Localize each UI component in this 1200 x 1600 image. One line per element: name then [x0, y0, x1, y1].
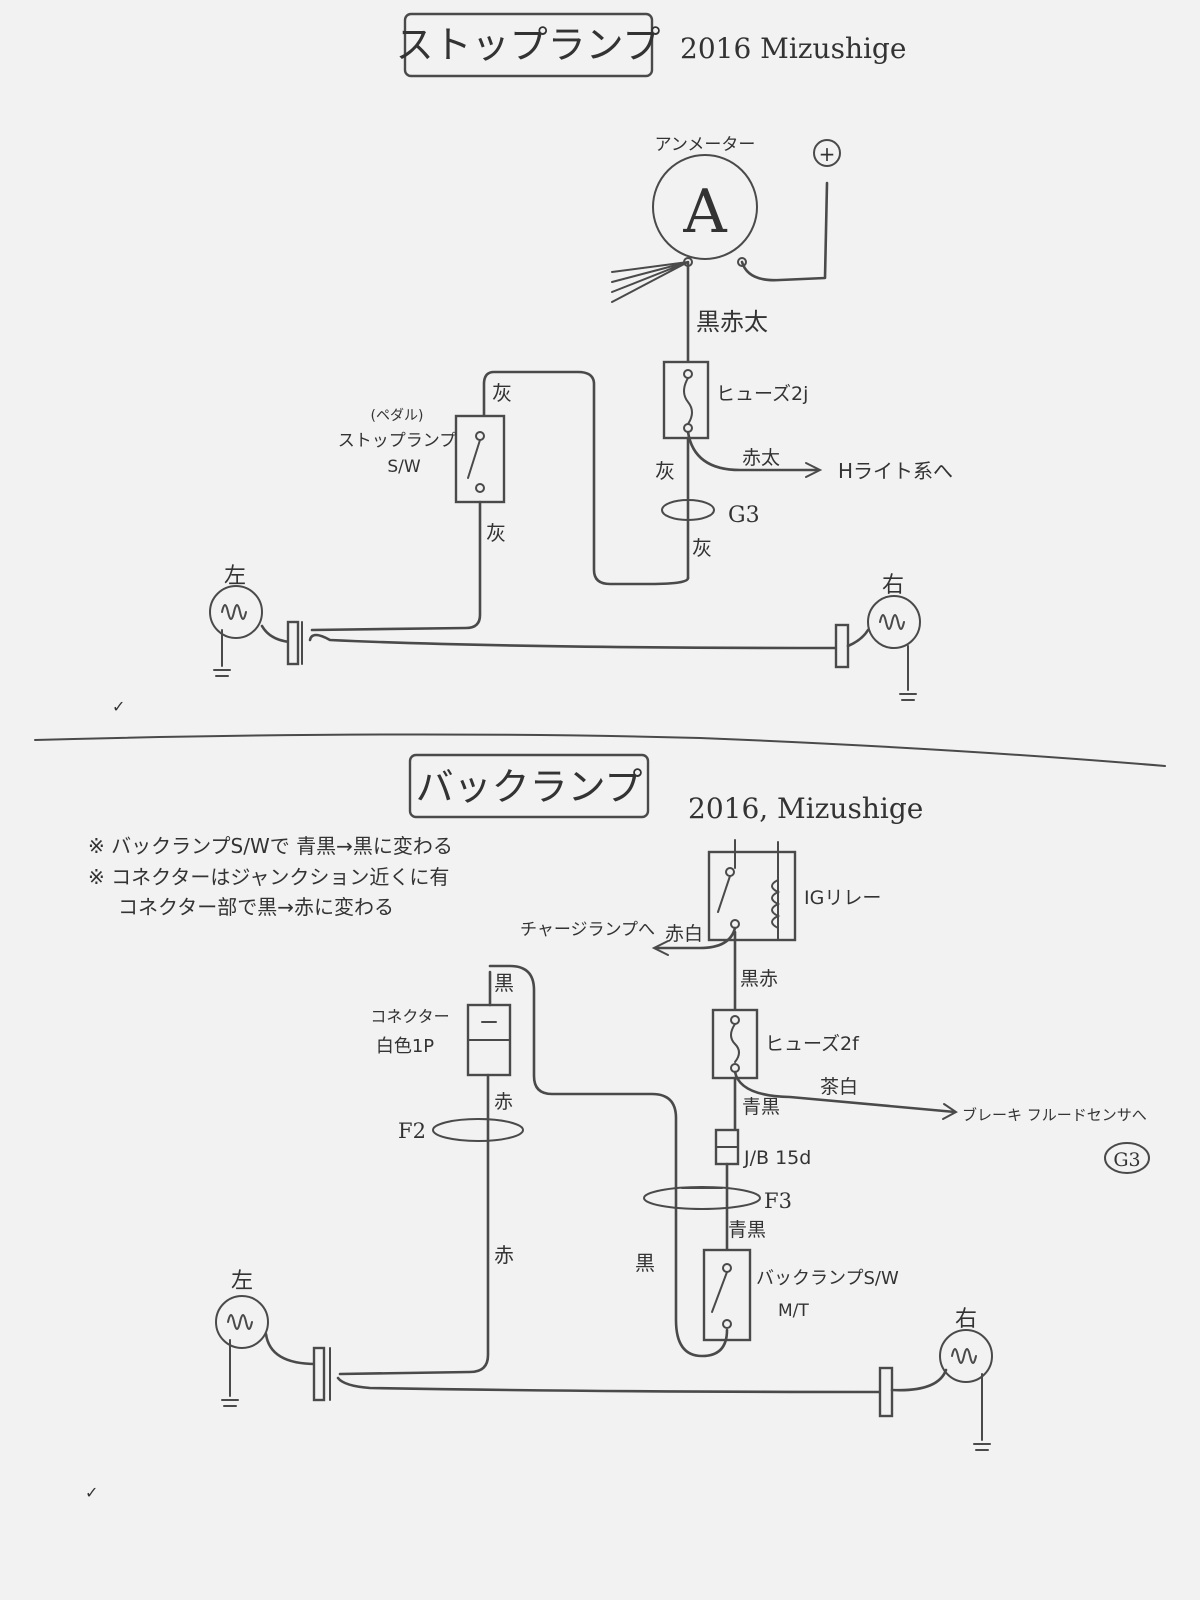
ammeter-plus-wire	[740, 181, 829, 282]
wire-label-kuro-top: 黒	[494, 971, 514, 995]
stop-left-bulb-icon	[209, 585, 263, 639]
stop-right-ground-icon	[899, 645, 917, 701]
ammeter-label: アンメーター	[655, 135, 756, 155]
wire-label-chashiro: 茶白	[820, 1076, 858, 1098]
brake-destination: ブレーキ フルードセンサへ	[962, 1106, 1147, 1124]
wire-kuro-loop	[488, 964, 729, 1358]
arrow-hlight-icon	[805, 462, 823, 478]
back-note-3: コネクター部で黒→赤に変わる	[118, 895, 394, 919]
section-divider	[34, 733, 1166, 767]
fuse-2j-label: ヒューズ2j	[716, 383, 808, 405]
back-right-ground-icon	[973, 1373, 991, 1451]
wire-label-aoguro1: 青黒	[742, 1096, 780, 1118]
plus-terminal-icon	[813, 139, 841, 167]
connector-label-1: コネクター	[370, 1007, 449, 1026]
stop-left-label: 左	[224, 564, 246, 589]
wire-label-kuro-left: 黒	[635, 1251, 655, 1275]
wire-label-gray4: 灰	[692, 536, 712, 560]
wire-gray-left	[310, 500, 482, 632]
back-switch-label-2: M/T	[778, 1301, 809, 1321]
g3-brake-label: G3	[1113, 1149, 1140, 1171]
arrow-brake-icon	[942, 1103, 958, 1120]
back-note-1: ※ バックランプS/Wで 青黒→黒に変わる	[88, 834, 453, 858]
back-lamp-section: バックランプ 2016, Mizushige ※ バックランプS/Wで 青黒→黒…	[85, 753, 1150, 1502]
wire-label-aka2: 赤	[494, 1243, 514, 1267]
wire-gray-loop	[482, 370, 690, 586]
f3-splice-icon	[643, 1186, 761, 1210]
stop-credit: 2016 Mizushige	[680, 32, 906, 65]
jb-label: J/B 15d	[743, 1147, 811, 1169]
back-note-2: ※ コネクターはジャンクション近くに有	[88, 865, 449, 889]
back-right-label: 右	[955, 1307, 977, 1332]
stop-right-connector	[834, 623, 850, 669]
stop-left-ground-icon	[213, 629, 231, 677]
g3-label: G3	[728, 503, 760, 528]
ig-relay-label: IGリレー	[804, 887, 881, 909]
stop-left-connector	[286, 620, 300, 666]
wire-label-sekifuto: 赤太	[742, 447, 780, 469]
back-left-connector	[312, 1346, 326, 1402]
hlight-destination: Hライト系へ	[838, 459, 953, 483]
wire-akashiro	[653, 926, 737, 950]
back-credit: 2016, Mizushige	[688, 792, 923, 825]
wire-chashiro	[733, 1070, 957, 1114]
wire-label-aoguro2: 青黒	[728, 1219, 766, 1241]
wire-stop-crossover	[308, 633, 838, 650]
ig-relay	[707, 850, 797, 942]
ammeter-letter: A	[682, 177, 727, 247]
stop-right-label: 右	[882, 573, 904, 598]
stop-lamp-switch	[454, 414, 506, 504]
back-right-bulb-icon	[939, 1329, 993, 1383]
fuse-2f-label: ヒューズ2f	[765, 1033, 860, 1055]
stop-right-bulb-icon	[867, 595, 921, 649]
stop-title: ストップランプ	[396, 23, 661, 67]
wire-label-aka1: 赤	[494, 1091, 513, 1113]
wire-aka	[338, 1073, 490, 1376]
wire-label-akashiro: 赤白	[665, 923, 703, 945]
stop-switch-label-1: (ペダル)	[371, 408, 424, 424]
wire-label-kuroaka: 黒赤	[740, 968, 778, 990]
ammeter-branch-wires	[611, 261, 689, 303]
wire-back-crossover	[336, 1376, 882, 1394]
stop-switch-label-2: ストップランプ	[338, 431, 457, 451]
g3-brake-circle-icon	[1104, 1142, 1150, 1174]
back-title-box	[408, 753, 650, 819]
back-left-label: 左	[231, 1269, 253, 1294]
back-left-ground-icon	[221, 1339, 239, 1407]
back-right-connector	[878, 1366, 894, 1418]
g3-splice-icon	[661, 499, 715, 521]
stop-switch-label-3: S/W	[387, 457, 421, 477]
back-switch-label-1: バックランプS/W	[756, 1268, 899, 1289]
stop-lamp-section: ストップランプ 2016 Mizushige アンメーター A + 黒赤太 ヒュ…	[112, 12, 953, 716]
wire-label-gray2: 灰	[492, 381, 512, 405]
wire-label-gray1: 灰	[655, 459, 675, 483]
stop-check-mark: ✓	[112, 697, 125, 716]
f3-label: F3	[764, 1189, 792, 1213]
back-left-bulb-icon	[215, 1295, 269, 1349]
ammeter-circle	[652, 154, 758, 260]
wire-label-kurosekifuto: 黒赤太	[696, 308, 768, 336]
plus-sign: +	[819, 142, 836, 166]
stop-title-box	[403, 12, 654, 78]
charge-destination: チャージランプへ	[520, 920, 655, 940]
back-title: バックランプ	[416, 765, 643, 809]
arrow-charge-icon	[651, 940, 669, 956]
f2-splice-icon	[432, 1118, 524, 1142]
connector-label-2: 白色1P	[376, 1036, 434, 1057]
wire-sekifuto	[686, 430, 820, 472]
wire-label-gray3: 灰	[486, 521, 506, 545]
f2-label: F2	[398, 1119, 426, 1143]
back-check-mark: ✓	[85, 1483, 98, 1502]
